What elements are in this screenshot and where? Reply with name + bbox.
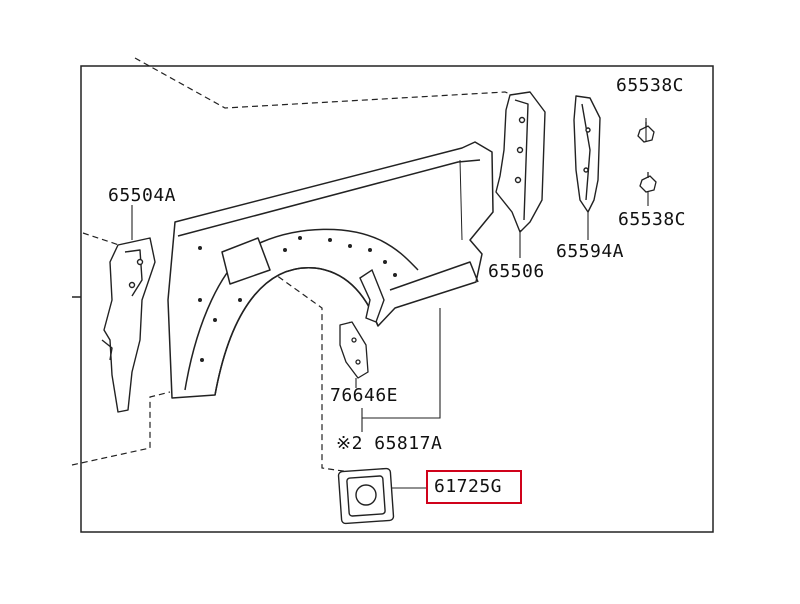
bracket-65506 — [495, 91, 546, 233]
part-label: 76646E — [330, 385, 399, 406]
solid-leaders — [131, 118, 649, 489]
part-label: 65506 — [488, 261, 545, 282]
part-label: 65538C — [616, 75, 685, 96]
part-label: 65594A — [556, 241, 625, 262]
arch-moulding — [359, 268, 385, 323]
bracket-76646e — [339, 321, 369, 379]
part-label: ※2 65817A — [336, 433, 443, 454]
part-label: 65538C — [618, 209, 687, 230]
bracket-65594a — [573, 95, 601, 213]
housing-61725g — [337, 467, 395, 525]
nut-65538c — [637, 122, 657, 193]
highlight-box — [426, 470, 522, 504]
fender-panel — [167, 141, 494, 399]
fender-bolt-holes — [198, 236, 397, 362]
part-label: 65504A — [108, 185, 177, 206]
diagram-frame — [80, 65, 714, 533]
part-label-highlighted[interactable]: 61725G — [434, 476, 503, 497]
bracket-65504a — [101, 237, 156, 413]
